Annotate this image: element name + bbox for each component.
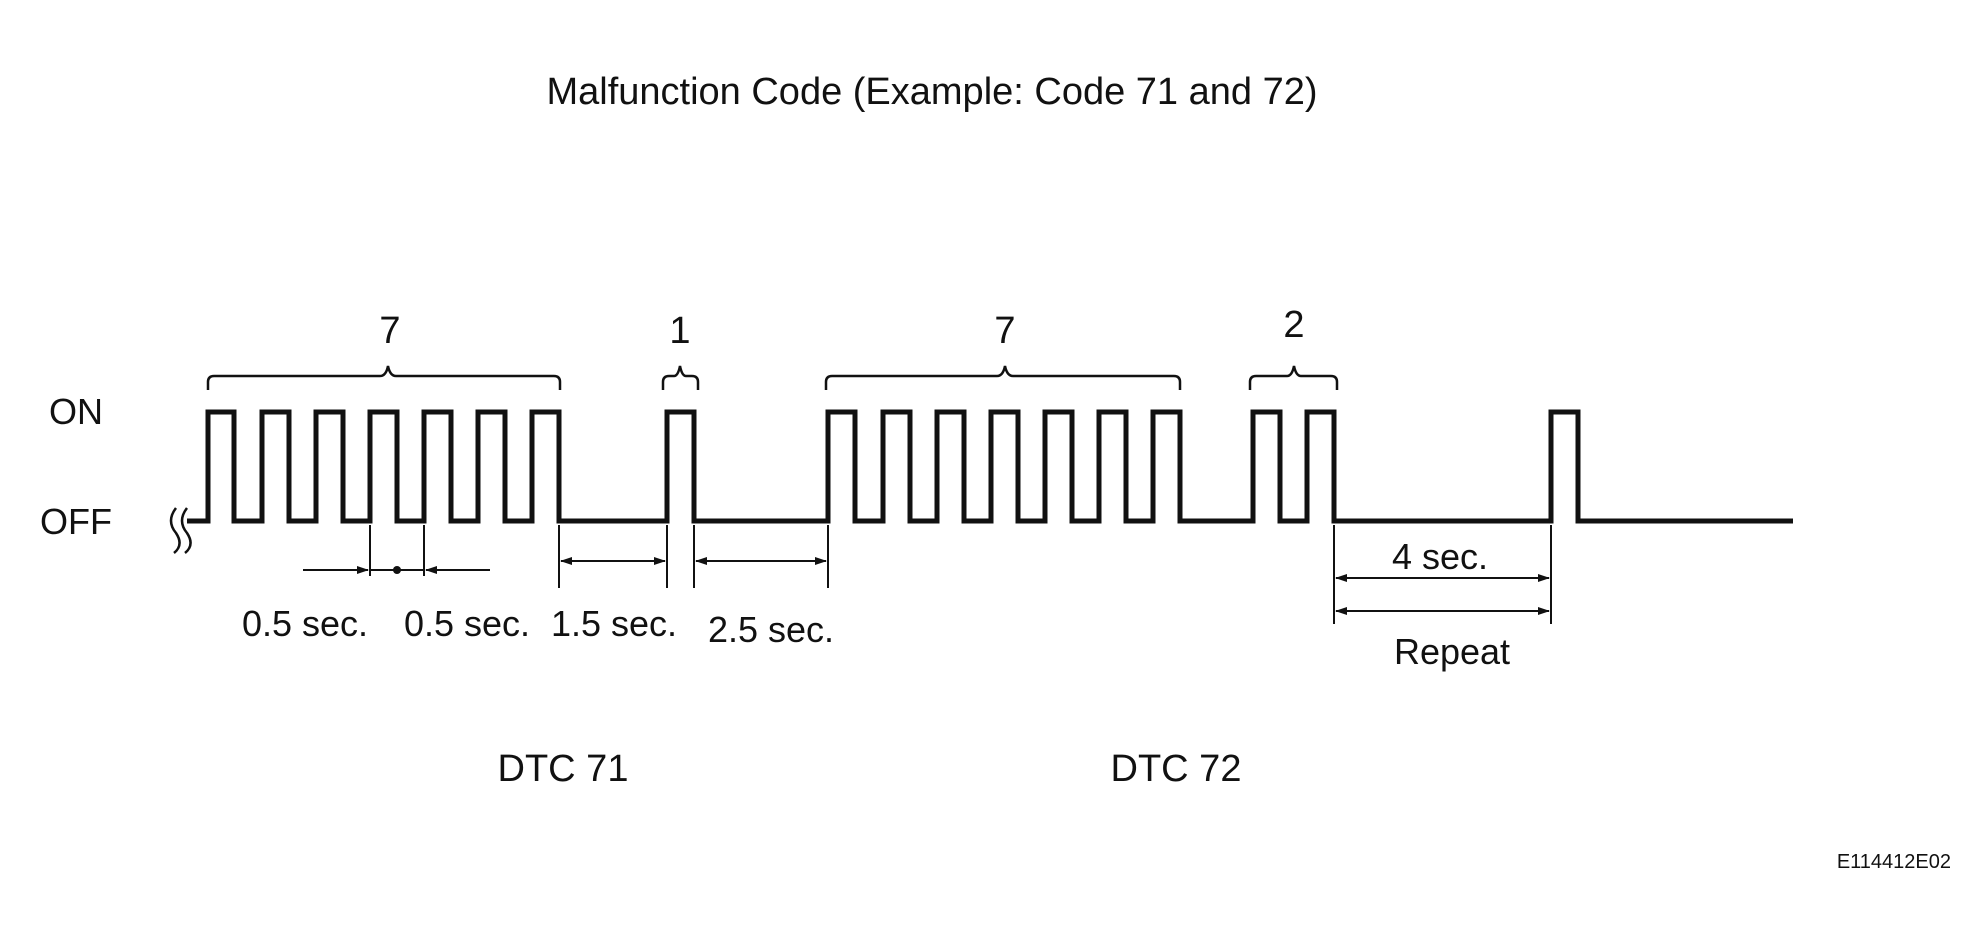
code-gap-time-label: 2.5 sec.: [708, 609, 834, 650]
break-symbol-icon: [169, 507, 192, 554]
brace-digit-1: 1: [661, 310, 700, 390]
on-level-label: ON: [49, 391, 103, 432]
pulse-off-time-label: 0.5 sec.: [404, 603, 530, 644]
brace-count-label: 1: [669, 310, 690, 352]
brace-digit-7-first: 7: [206, 310, 562, 390]
dtc-72-label: DTC 72: [1111, 748, 1242, 790]
brace-count-label: 2: [1283, 304, 1304, 346]
pulse-on-time-label: 0.5 sec.: [242, 603, 368, 644]
pulse-width-markers: [303, 566, 490, 574]
dimension-extension-lines: [369, 525, 1552, 624]
brace-digit-2: 2: [1248, 304, 1339, 390]
dtc-71-label: DTC 71: [498, 748, 629, 790]
signal-waveform: [187, 409, 1793, 524]
diagram-title: Malfunction Code (Example: Code 71 and 7…: [546, 71, 1317, 113]
brace-count-label: 7: [994, 310, 1015, 352]
brace-digit-7-second: 7: [824, 310, 1182, 390]
repeat-wait-time-label: 4 sec.: [1392, 536, 1488, 577]
repeat-label: Repeat: [1394, 631, 1510, 672]
off-level-label: OFF: [40, 501, 112, 542]
figure-id: E114412E02: [1837, 851, 1951, 873]
digit-gap-time-label: 1.5 sec.: [551, 603, 677, 644]
brace-count-label: 7: [379, 310, 400, 352]
